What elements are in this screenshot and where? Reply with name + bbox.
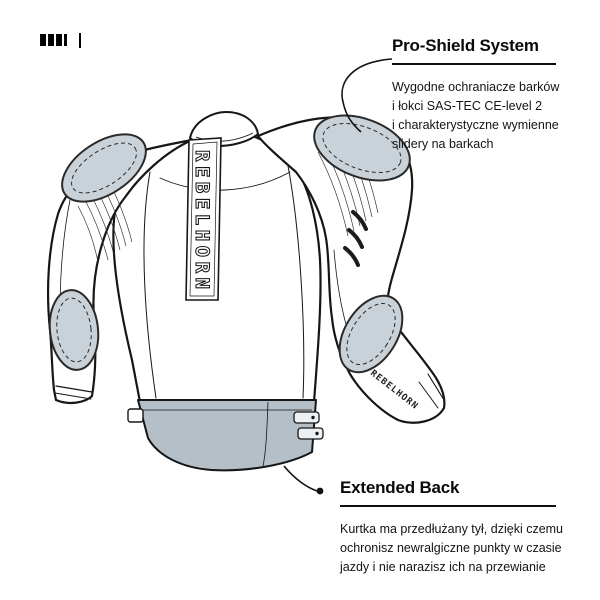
right-elbow-pad — [338, 294, 404, 374]
description-line: jazdy i nie narazisz ich na przewianie — [340, 559, 546, 574]
left-shoulder-pad — [61, 133, 147, 203]
pro-shield-title: Pro-Shield System — [392, 36, 539, 55]
description-line: i charakterystyczne wymienne — [392, 117, 559, 132]
description-line: Kurtka ma przedłużany tył, dzięki czemu — [340, 521, 564, 536]
description-line: i łokci SAS-TEC CE-level 2 — [392, 98, 543, 113]
arm-accent-stripes — [343, 210, 368, 267]
pro-shield-underline — [392, 63, 556, 65]
pro-shield-connector-line — [341, 58, 393, 133]
hem-buckle-tab-lower — [297, 427, 324, 440]
extended-back-connector-dot — [316, 487, 324, 495]
extended-back-callout: Extended Back Kurtka ma przedłużany tył,… — [340, 478, 572, 577]
brand-mark-icon — [40, 32, 81, 48]
back-logo-text: REBELHORN — [191, 150, 213, 293]
protector-pads — [48, 114, 411, 374]
extended-back-underline — [340, 505, 556, 507]
extended-back-connector-line — [283, 465, 318, 492]
back-logo-strip: REBELHORN — [185, 137, 222, 301]
description-line: slidery na barkach — [392, 136, 494, 151]
collar — [188, 110, 260, 148]
pro-shield-callout: Pro-Shield System Wygodne ochraniacze ba… — [392, 36, 572, 154]
extended-back-description: Kurtka ma przedłużany tył, dzięki czemu … — [340, 520, 572, 577]
extended-back-title: Extended Back — [340, 478, 460, 497]
hem-left-tab — [127, 408, 144, 423]
hem-panel — [137, 399, 317, 472]
hem-buckle-tab-upper — [293, 411, 320, 424]
right-shoulder-pad — [313, 114, 411, 182]
pro-shield-description: Wygodne ochraniacze barków i łokci SAS-T… — [392, 78, 572, 154]
description-line: ochronisz newralgiczne punkty w czasie — [340, 540, 562, 555]
description-line: Wygodne ochraniacze barków — [392, 79, 560, 94]
extended-back-hem — [127, 399, 324, 472]
